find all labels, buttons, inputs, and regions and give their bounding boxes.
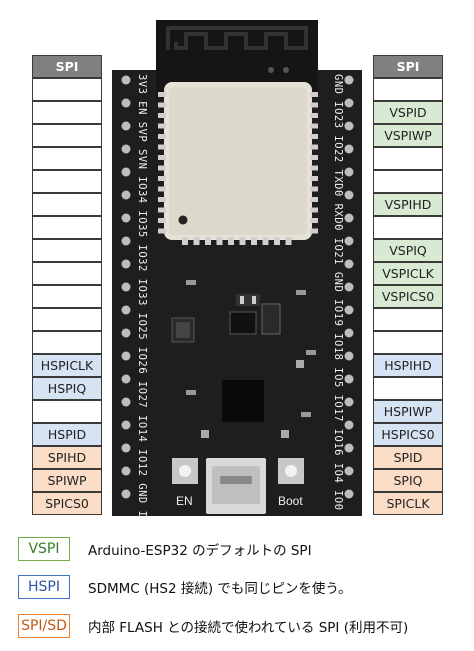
left-spi-cell: SPIWP [32,469,102,492]
usb-uart-chip [222,380,264,422]
boot-label: Boot [278,494,303,508]
legend-spi-sd-tag: SPI/SD [18,614,70,638]
left-spi-cell [32,400,102,423]
left-spi-cell: SPICS0 [32,492,102,515]
legend-row-hspi: HSPI SDMMC (HS2 接続) でも同じピンを使う。 [18,575,352,599]
right-spi-cell: SPIQ [373,469,443,492]
left-spi-cell: HSPIQ [32,377,102,400]
left-spi-cell [32,147,102,170]
right-spi-cell [373,308,443,331]
right-spi-cell: HSPIHD [373,354,443,377]
legend-row-vspi: VSPI Arduino-ESP32 のデフォルトの SPI [18,537,312,561]
right-spi-cell: VSPICLK [373,262,443,285]
right-spi-cell [373,331,443,354]
legend-spi-sd-text: 内部 FLASH との接続で使われている SPI (利用不可) [88,620,409,636]
left-spi-cell [32,170,102,193]
left-spi-cell: HSPICLK [32,354,102,377]
legend-row-spi-sd: SPI/SD 内部 FLASH との接続で使われている SPI (利用不可) [18,614,408,638]
left-spi-header: SPI [32,55,102,78]
left-spi-cell [32,308,102,331]
right-spi-header: SPI [373,55,443,78]
legend-vspi-tag: VSPI [18,537,70,561]
left-spi-cell [32,216,102,239]
right-pin-labels: GND IO23 IO22 TXD0 RXD0 IO21 GND IO19 IO… [332,74,344,520]
right-spi-cell: VSPIHD [373,193,443,216]
antenna-trace [166,26,308,50]
en-label: EN [176,494,193,508]
right-spi-cell: VSPIWP [373,124,443,147]
left-spi-cell [32,331,102,354]
left-spi-cell [32,285,102,308]
left-spi-cell: HSPID [32,423,102,446]
legend-hspi-tag: HSPI [18,575,70,599]
esp32-devkit-board: 3V3 EN SVP SVN IO34 IO35 IO32 IO33 IO25 … [106,0,368,651]
right-spi-cell: VSPID [373,101,443,124]
left-spi-cell [32,124,102,147]
right-spi-cell [373,78,443,101]
right-spi-cell: HSPICS0 [373,423,443,446]
left-pin-labels: 3V3 EN SVP SVN IO34 IO35 IO32 IO33 IO25 … [136,74,148,520]
left-spi-cell [32,78,102,101]
right-spi-cell: VSPIQ [373,239,443,262]
legend-hspi-text: SDMMC (HS2 接続) でも同じピンを使う。 [88,581,352,597]
left-spi-cell [32,101,102,124]
left-spi-cell [32,262,102,285]
right-spi-cell: SPICLK [373,492,443,515]
right-spi-cell [373,170,443,193]
left-spi-cell: SPIHD [32,446,102,469]
legend-vspi-text: Arduino-ESP32 のデフォルトの SPI [88,543,312,559]
right-spi-cell: VSPICS0 [373,285,443,308]
left-spi-cell [32,239,102,262]
right-spi-cell [373,216,443,239]
right-spi-cell: SPID [373,446,443,469]
right-spi-cell [373,147,443,170]
right-spi-cell [373,377,443,400]
right-spi-cell: HSPIWP [373,400,443,423]
left-spi-cell [32,193,102,216]
